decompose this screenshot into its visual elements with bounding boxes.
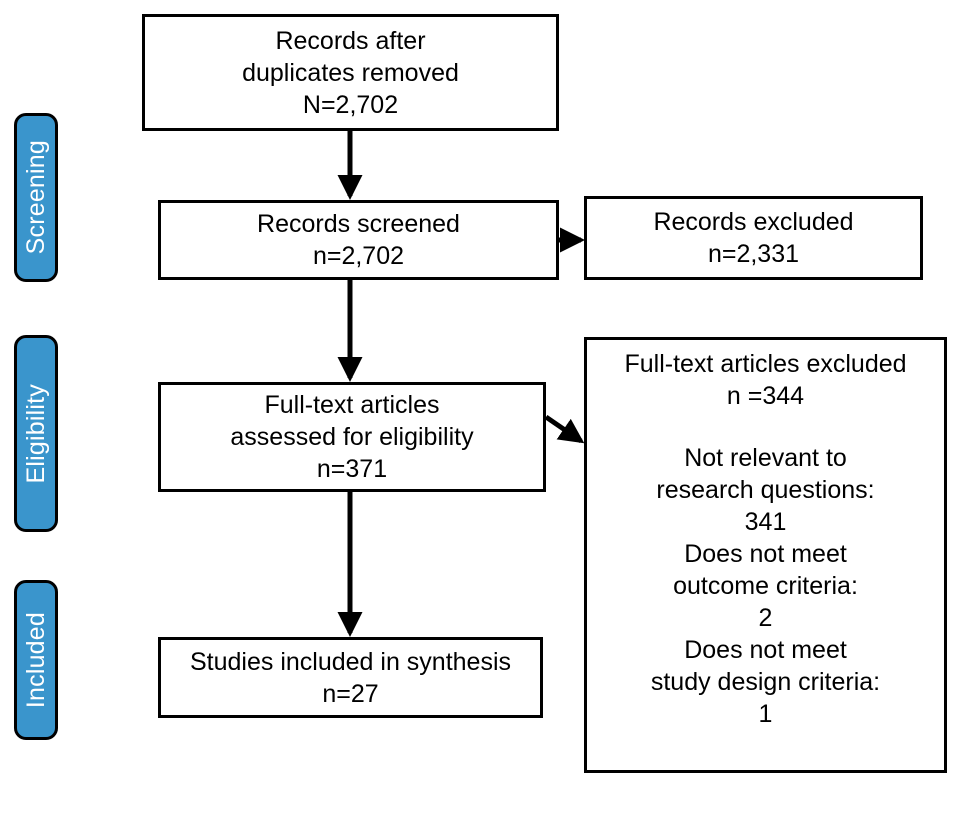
box-fulltext-excluded-line-9: Does not meet	[684, 636, 847, 664]
box-fulltext-excluded-line-10: study design criteria:	[650, 668, 881, 696]
box-studies-included-line-1: Studies included in synthesis	[189, 647, 512, 676]
box-records-screened-line-1: Records screened	[257, 210, 460, 238]
box-fulltext-excluded-line-3: Not relevant to	[684, 444, 847, 472]
box-fulltext-assessed: Full-text articles assessed for eligibil…	[158, 382, 546, 492]
box-fulltext-excluded-line-7: outcome criteria:	[673, 572, 858, 600]
arrow-fulltext-to-fulltext-excluded	[544, 414, 585, 444]
box-records-after-duplicates-line-1: Records after	[275, 26, 426, 55]
stage-label-eligibility: Eligibility	[14, 335, 58, 532]
box-fulltext-excluded-line-4: research questions:	[656, 476, 875, 504]
box-fulltext-excluded-line-1: Full-text articles excluded	[624, 350, 907, 378]
box-records-after-duplicates-line-3: N=2,702	[302, 90, 399, 119]
stage-label-included-text: Included	[21, 611, 50, 709]
box-fulltext-assessed-line-1: Full-text articles	[264, 391, 440, 419]
box-fulltext-excluded-line-5: 341	[744, 508, 787, 536]
box-fulltext-assessed-line-3: n=371	[316, 455, 388, 483]
box-studies-included: Studies included in synthesis n=27	[158, 637, 543, 718]
box-records-excluded-line-2: n=2,331	[707, 240, 800, 268]
box-records-after-duplicates-line-2: duplicates removed	[242, 58, 459, 87]
stage-label-included: Included	[14, 580, 58, 740]
box-fulltext-excluded-line-2: n =344	[726, 382, 805, 410]
box-fulltext-excluded-line-8: 2	[758, 604, 773, 632]
box-fulltext-excluded-line-11: 1	[758, 700, 773, 728]
box-records-after-duplicates: Records after duplicates removed N=2,702	[142, 14, 559, 131]
box-fulltext-assessed-line-2: assessed for eligibility	[230, 423, 474, 451]
box-records-excluded: Records excluded n=2,331	[584, 196, 923, 280]
box-records-screened-line-2: n=2,702	[312, 242, 405, 270]
box-studies-included-line-2: n=27	[322, 679, 379, 708]
box-records-excluded-line-1: Records excluded	[653, 208, 854, 236]
stage-label-screening: Screening	[14, 113, 58, 282]
stage-label-eligibility-text: Eligibility	[21, 383, 50, 484]
box-fulltext-excluded: Full-text articles excluded n =344 Not r…	[584, 337, 947, 773]
box-fulltext-excluded-line-6: Does not meet	[684, 540, 847, 568]
stage-label-screening-text: Screening	[21, 140, 50, 255]
box-records-screened: Records screened n=2,702	[158, 200, 559, 280]
